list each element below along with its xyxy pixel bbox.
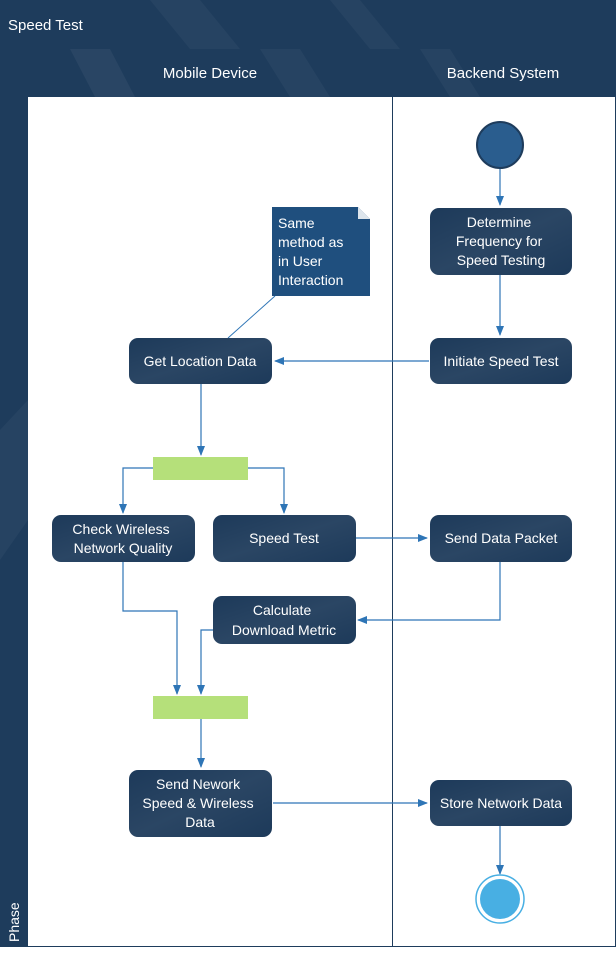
lane-header-backend: Backend System bbox=[393, 49, 616, 97]
note-anchor-line bbox=[227, 295, 276, 339]
note-line-4: Interaction bbox=[278, 272, 343, 288]
end-node bbox=[475, 874, 525, 924]
node-check-line-1: Check Wireless bbox=[72, 521, 169, 537]
node-speedtest-line-1: Speed Test bbox=[249, 530, 319, 546]
svg-text:Send Nework Speed & Wire: Send Nework Speed & Wireless Data bbox=[142, 776, 257, 830]
svg-text:Calculate Download Metri: Calculate Download Metric bbox=[232, 602, 336, 638]
lane-header-mobile: Mobile Device bbox=[28, 49, 392, 97]
edge-calc-join bbox=[197, 629, 213, 695]
node-send-network: Send Nework Speed & Wireless Data bbox=[129, 770, 272, 837]
node-speed-test: Speed Test bbox=[213, 515, 356, 562]
phase-sidebar: Phase bbox=[0, 49, 28, 947]
node-sendpacket-line-1: Send Data Packet bbox=[445, 530, 558, 546]
lane-title-mobile: Mobile Device bbox=[163, 65, 257, 82]
svg-text:Check Wireless Network Q: Check Wireless Network Quality bbox=[72, 521, 173, 556]
edge-check-join bbox=[122, 562, 181, 695]
node-determine-line-2: Frequency for bbox=[456, 233, 543, 249]
node-getlocation-line-1: Get Location Data bbox=[144, 353, 257, 369]
page-title: Speed Test bbox=[8, 17, 84, 34]
node-initiate-line-1: Initiate Speed Test bbox=[444, 353, 559, 369]
lane-title-backend: Backend System bbox=[447, 65, 560, 82]
node-store-network: Store Network Data bbox=[430, 780, 572, 826]
note-line-1: Same bbox=[278, 215, 315, 231]
node-initiate-speed-test: Initiate Speed Test bbox=[430, 338, 572, 384]
svg-text:Determine Frequency for: Determine Frequency for Speed Testing bbox=[456, 214, 546, 268]
node-calc-line-2: Download Metric bbox=[232, 622, 336, 638]
note-same-method: Same method as in User Interaction bbox=[272, 207, 370, 296]
node-check-line-2: Network Quality bbox=[74, 540, 173, 556]
connectors bbox=[119, 168, 504, 875]
edge-sendpacket-calc bbox=[357, 561, 501, 624]
node-calculate-download: Calculate Download Metric bbox=[213, 596, 356, 644]
phase-label: Phase bbox=[6, 902, 22, 942]
node-send-data-packet: Send Data Packet bbox=[430, 515, 572, 562]
node-determine-line-1: Determine bbox=[467, 214, 532, 230]
start-node bbox=[476, 121, 524, 169]
node-determine-frequency: Determine Frequency for Speed Testing bbox=[430, 208, 572, 275]
fork-bar bbox=[153, 457, 248, 480]
svg-text:Send Data Packet: Send Data Packet bbox=[445, 530, 558, 546]
node-sendnetwork-line-1: Send Nework bbox=[156, 776, 241, 792]
node-sendnetwork-line-2: Speed & Wireless bbox=[142, 795, 253, 811]
node-determine-line-3: Speed Testing bbox=[457, 252, 545, 268]
node-check-wireless: Check Wireless Network Quality bbox=[52, 515, 195, 562]
svg-text:Get Location Data: Get Location Data bbox=[144, 353, 257, 369]
svg-text:Initiate Speed Test: Initiate Speed Test bbox=[444, 353, 559, 369]
node-sendnetwork-line-3: Data bbox=[185, 814, 215, 830]
join-bar bbox=[153, 696, 248, 719]
note-line-3: in User bbox=[278, 253, 323, 269]
node-calc-line-1: Calculate bbox=[253, 602, 312, 618]
svg-text:Same method as in: Same method as in User Interaction bbox=[278, 215, 347, 288]
edge-fork-check bbox=[119, 467, 153, 514]
svg-text:Speed Test: Speed Test bbox=[249, 530, 319, 546]
edge-fork-speedtest bbox=[248, 467, 288, 514]
svg-text:Store Network Data: Store Network Data bbox=[440, 795, 562, 811]
node-get-location-data: Get Location Data bbox=[129, 338, 272, 384]
title-bar: Speed Test bbox=[0, 0, 616, 49]
node-store-line-1: Store Network Data bbox=[440, 795, 562, 811]
note-line-2: method as bbox=[278, 234, 343, 250]
